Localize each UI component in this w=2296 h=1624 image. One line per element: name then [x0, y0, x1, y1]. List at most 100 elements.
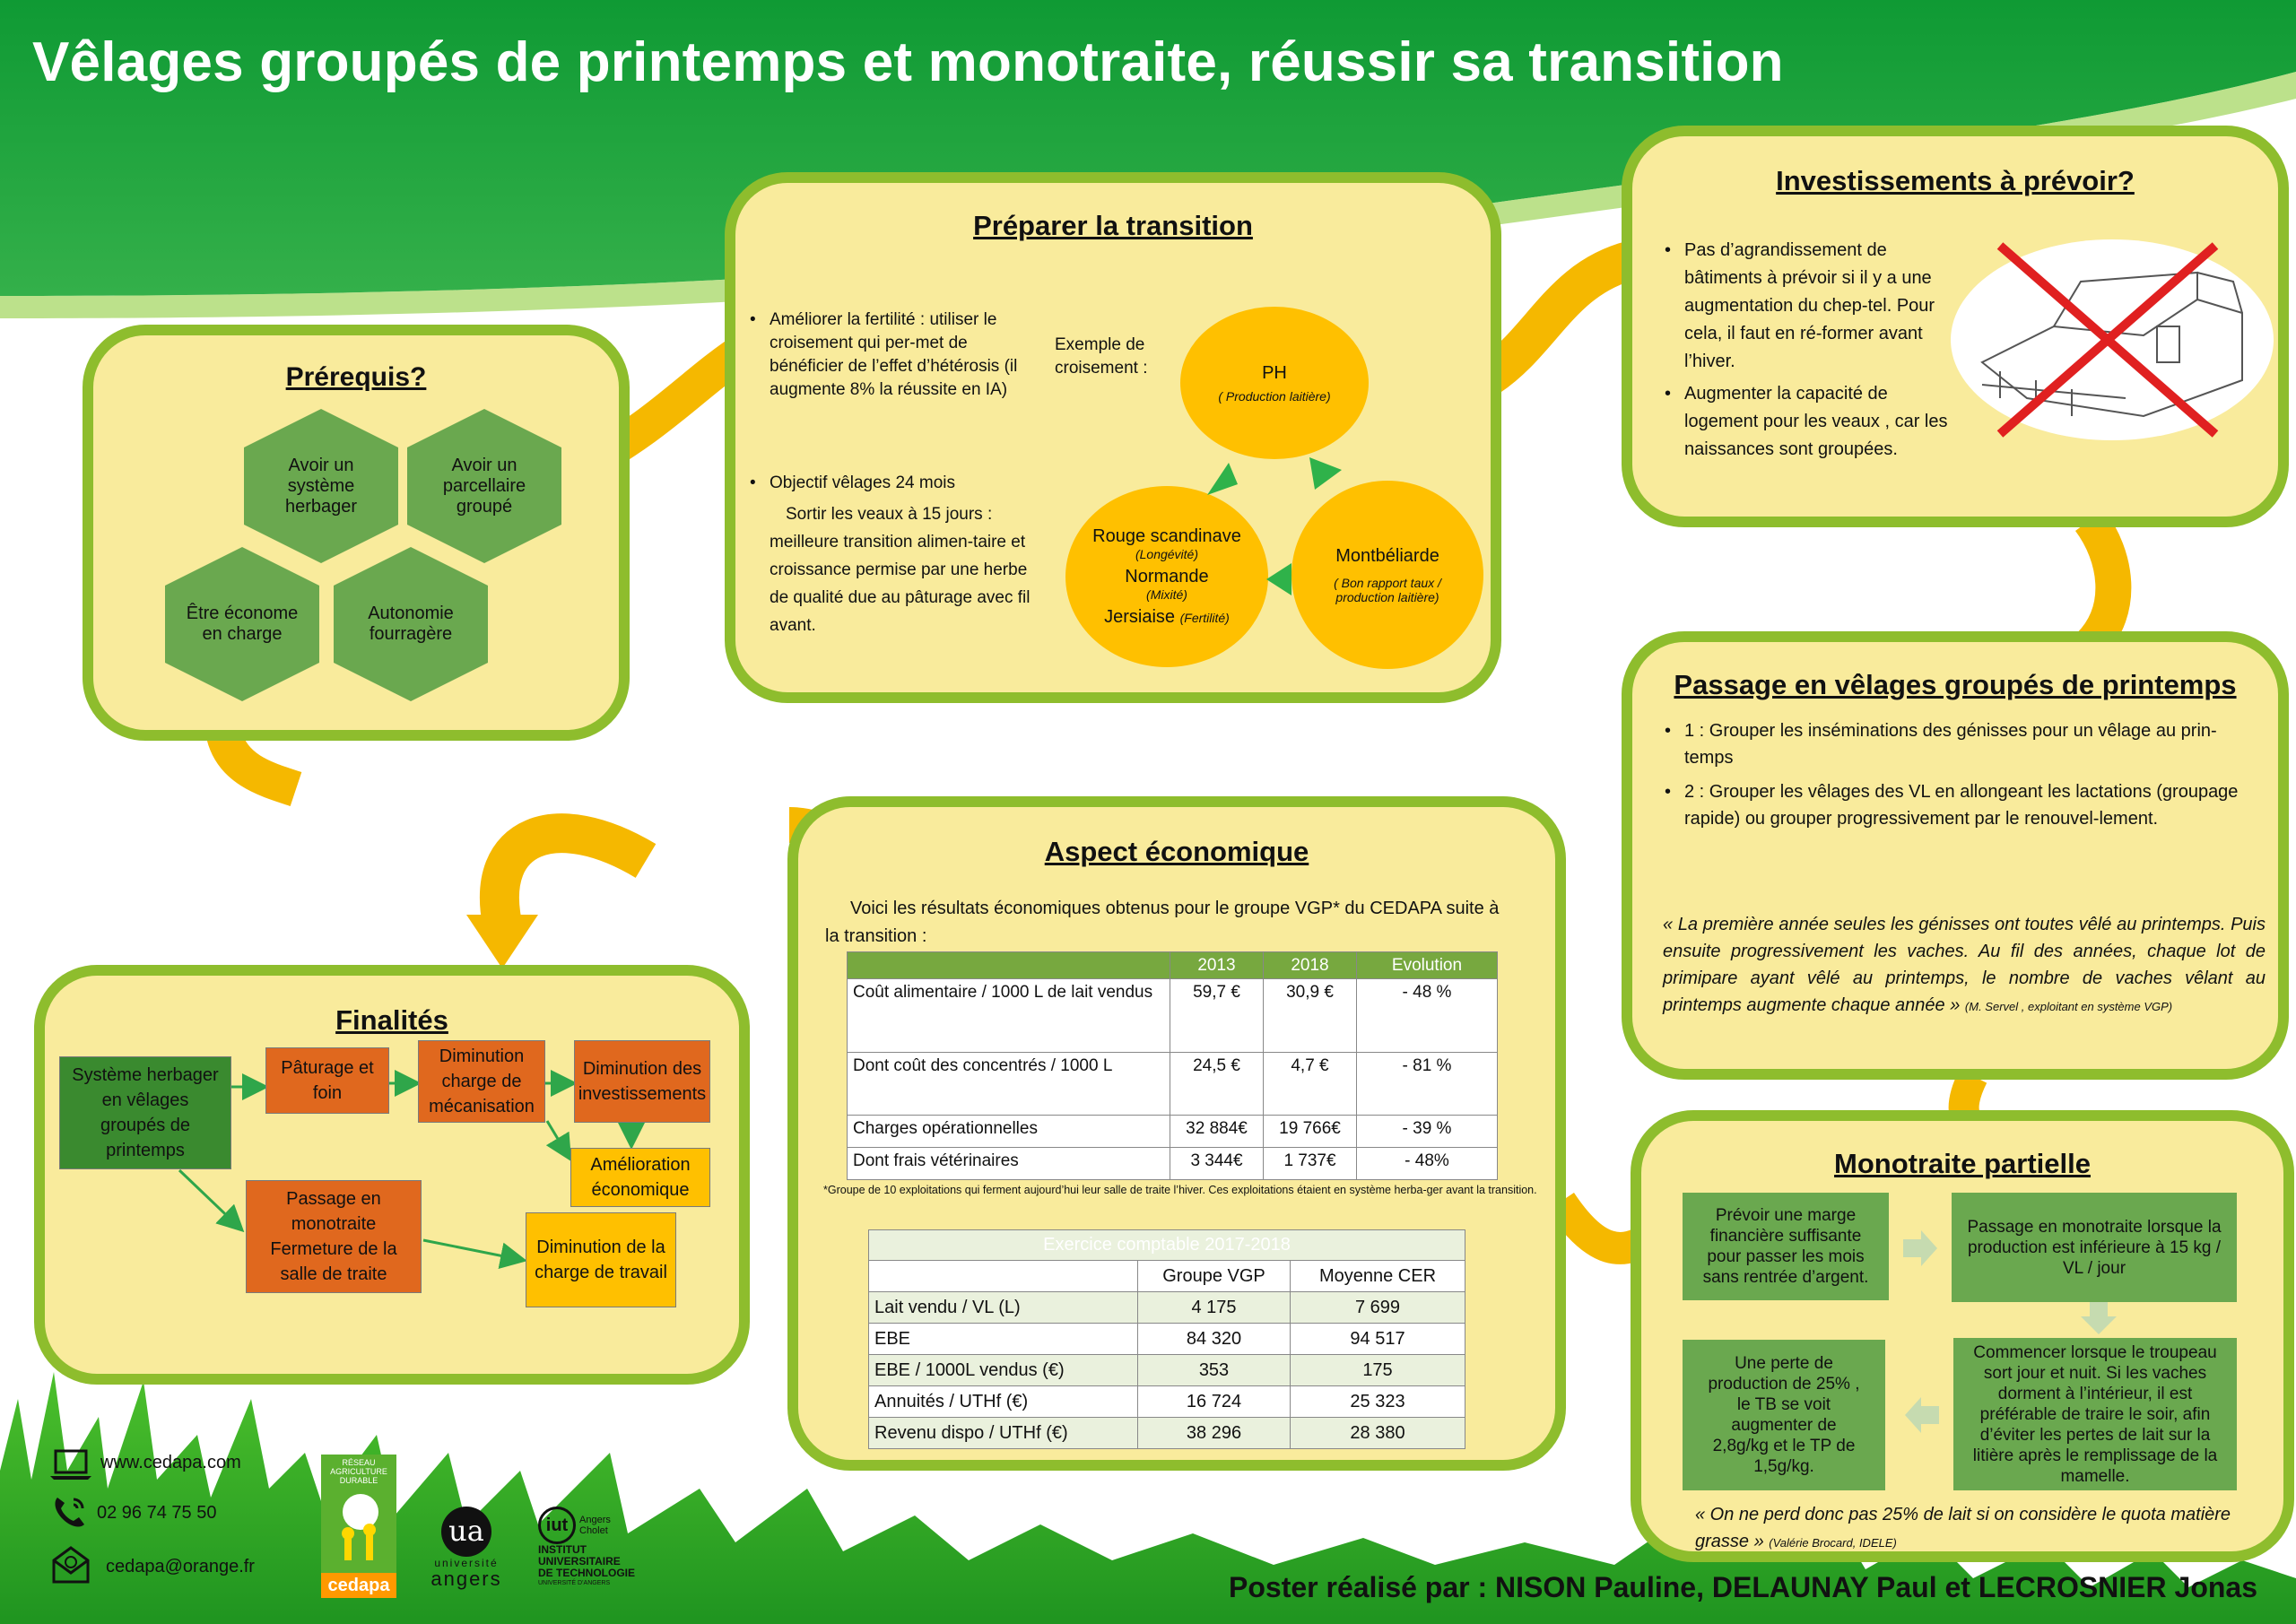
passage-heading: Passage en vêlages groupés de printemps — [1674, 669, 2237, 700]
table-cell: 4,7 € — [1263, 1052, 1357, 1116]
t1-head-empty — [847, 951, 1170, 979]
normande-note: (Mixité) — [1146, 586, 1187, 602]
exemple-croisement-label: Exemple de croisement : — [1055, 335, 1148, 378]
table-cell: Annuités / UTHf (€) — [868, 1385, 1138, 1418]
normande-label: Normande — [1125, 566, 1209, 586]
table-cell: EBE — [868, 1323, 1138, 1355]
iut-line4: UNIVERSITÉ D’ANGERS — [538, 1580, 611, 1586]
iut-line2: UNIVERSITAIRE — [538, 1555, 621, 1568]
footer-authors: Poster réalisé par : NISON Pauline, DELA… — [1229, 1571, 2257, 1603]
iut-line1: INSTITUT — [538, 1543, 587, 1556]
rouge-scandinave-label: Rouge scandinave — [1092, 525, 1241, 546]
table-cell: 175 — [1290, 1354, 1465, 1386]
table-cell: - 48 % — [1356, 978, 1498, 1053]
iut-line3: DE TECHNOLOGIE — [538, 1567, 636, 1579]
table-cell: Dont coût des concentrés / 1000 L — [847, 1052, 1170, 1116]
cycle-arrow-up-icon — [1207, 463, 1238, 495]
barn-crossed-icon — [1951, 239, 2274, 440]
hex-autonomie: Autonomie fourragère — [334, 547, 488, 701]
circle-rouge-normande-jersiaise: Rouge scandinave (Longévité) Normande (M… — [1065, 486, 1268, 667]
preparer-panel: Préparer la transition Améliorer la fert… — [725, 172, 1501, 703]
investissements-panel: Investissements à prévoir? Pas d’agrandi… — [1622, 126, 2289, 527]
arrow-down-icon — [2081, 1302, 2117, 1334]
table-cell: 94 517 — [1290, 1323, 1465, 1355]
iut-top: iut Angers Cholet — [538, 1507, 655, 1544]
t1-head-2018: 2018 — [1263, 951, 1357, 979]
prerequis-heading: Prérequis? — [285, 362, 427, 392]
ua-universite: université — [434, 1557, 499, 1569]
arrow-right-icon — [1903, 1230, 1937, 1266]
economique-intro: Voici les résultats économiques obtenus … — [825, 899, 1500, 946]
t1-head-evolution: Evolution — [1356, 951, 1498, 979]
monotraite-panel: Monotraite partielle « On ne perd donc p… — [1631, 1110, 2294, 1562]
passage-quote: « La première année seules les génisses … — [1663, 911, 2266, 1020]
montbeliarde-label: Montbéliarde — [1335, 545, 1439, 566]
table-cell: 24,5 € — [1170, 1052, 1264, 1116]
monotraite-marge: Prévoir une marge financière suffisante … — [1683, 1193, 1889, 1300]
contact-mail[interactable]: cedapa@orange.fr — [106, 1557, 255, 1576]
table-cell: 16 724 — [1137, 1385, 1291, 1418]
invest-bullet-agrandissement: Pas d’agrandissement de bâtiments à prév… — [1665, 237, 1935, 376]
table-cell: 4 175 — [1137, 1291, 1291, 1324]
table-cell: Coût alimentaire / 1000 L de lait vendus — [847, 978, 1170, 1053]
people-tree-icon — [342, 1494, 378, 1560]
jersiaise-label: Jersiaise — [1104, 606, 1176, 627]
table-cell: EBE / 1000L vendus (€) — [868, 1354, 1138, 1386]
investissements-heading: Investissements à prévoir? — [1776, 165, 2135, 196]
circle-ph: PH ( Production laitière) — [1180, 307, 1369, 459]
preparer-heading: Préparer la transition — [973, 210, 1253, 241]
ph-note: ( Production laitière) — [1218, 388, 1331, 404]
ph-label: PH — [1262, 362, 1287, 383]
jersiaise-note: (Fertilité) — [1179, 610, 1230, 625]
circle-montbeliarde: Montbéliarde ( Bon rapport taux / produc… — [1292, 481, 1483, 669]
contact-web[interactable]: www.cedapa.com — [100, 1453, 241, 1472]
hex-parcellaire-groupe: Avoir un parcellaire groupé — [407, 409, 561, 563]
cycle-arrow-right-icon — [1309, 457, 1342, 490]
preparer-bullet-fertilite: Améliorer la fertilité : utiliser le cro… — [750, 308, 1039, 402]
preparer-bullet-objectif: Objectif vêlages 24 mois — [750, 470, 1039, 497]
finalites-diminution-investissements: Diminution des investissements — [574, 1040, 710, 1123]
reseau-text: RÉSEAU AGRICULTURE DURABLE — [330, 1458, 387, 1485]
table-cell: 30,9 € — [1263, 978, 1357, 1053]
passage-bullet-1: 1 : Grouper les inséminations des géniss… — [1665, 717, 2258, 771]
cycle-arrow-left-icon — [1266, 563, 1292, 595]
table-cell: - 81 % — [1356, 1052, 1498, 1116]
passage-panel: Passage en vêlages groupés de printemps … — [1622, 631, 2289, 1080]
table-cell: 7 699 — [1290, 1291, 1465, 1324]
finalites-diminution-mecanisation: Diminution charge de mécanisation — [418, 1040, 545, 1123]
mail-icon — [52, 1546, 90, 1584]
monotraite-passage: Passage en monotraite lorsque la product… — [1952, 1193, 2237, 1302]
ua-mark: ua — [441, 1507, 491, 1557]
monotraite-heading: Monotraite partielle — [1834, 1148, 2091, 1179]
economique-table-exercice: Exercice comptable 2017-2018 Groupe VGP … — [868, 1229, 1465, 1449]
table-cell: Lait vendu / VL (L) — [868, 1291, 1138, 1324]
table-cell: 1 737€ — [1263, 1147, 1357, 1180]
monotraite-quote: « On ne perd donc pas 25% de lait si on … — [1695, 1501, 2278, 1557]
prerequis-panel: Prérequis? Avoir un système herbager Avo… — [83, 325, 630, 741]
laptop-icon — [50, 1449, 91, 1480]
t2-head-vgp: Groupe VGP — [1137, 1260, 1291, 1292]
table-cell: 25 323 — [1290, 1385, 1465, 1418]
monotraite-commencer: Commencer lorsque le troupeau sort jour … — [1953, 1338, 2237, 1490]
passage-quote-source: (M. Servel , exploitant en système VGP) — [1964, 1000, 2173, 1013]
universite-angers-logo: ua université angers — [422, 1507, 511, 1596]
iut-logo: iut Angers Cholet INSTITUT UNIVERSITAIRE… — [538, 1507, 655, 1596]
passage-bullet-2: 2 : Grouper les vêlages des VL en allong… — [1665, 778, 2258, 832]
finalites-amelioration: Amélioration économique — [570, 1148, 710, 1207]
preparer-sortir-veaux: Sortir les veaux à 15 jours : meilleure … — [770, 505, 1031, 635]
t2-title: Exercice comptable 2017-2018 — [868, 1229, 1465, 1261]
passage-quote-text: « La première année seules les génisses … — [1663, 915, 2266, 1015]
economique-table-evolution: 2013 2018 Evolution Coût alimentaire / 1… — [847, 951, 1498, 1180]
cedapa-logo: RÉSEAU AGRICULTURE DURABLE cedapa — [321, 1455, 396, 1598]
table-cell: - 48% — [1356, 1147, 1498, 1180]
table-cell: Revenu dispo / UTHf (€) — [868, 1417, 1138, 1449]
finalites-heading: Finalités — [335, 1004, 448, 1036]
cedapa-logo-text: cedapa — [321, 1573, 396, 1598]
monotraite-quote-source: (Valérie Brocard, IDELE) — [1769, 1536, 1897, 1550]
contact-phone[interactable]: 02 96 74 75 50 — [97, 1503, 217, 1523]
table-cell: - 39 % — [1356, 1115, 1498, 1148]
finalites-paturage: Pâturage et foin — [265, 1047, 389, 1114]
page-title: Vêlages groupés de printemps et monotrai… — [32, 31, 1784, 93]
rouge-note: (Longévité) — [1135, 546, 1199, 561]
